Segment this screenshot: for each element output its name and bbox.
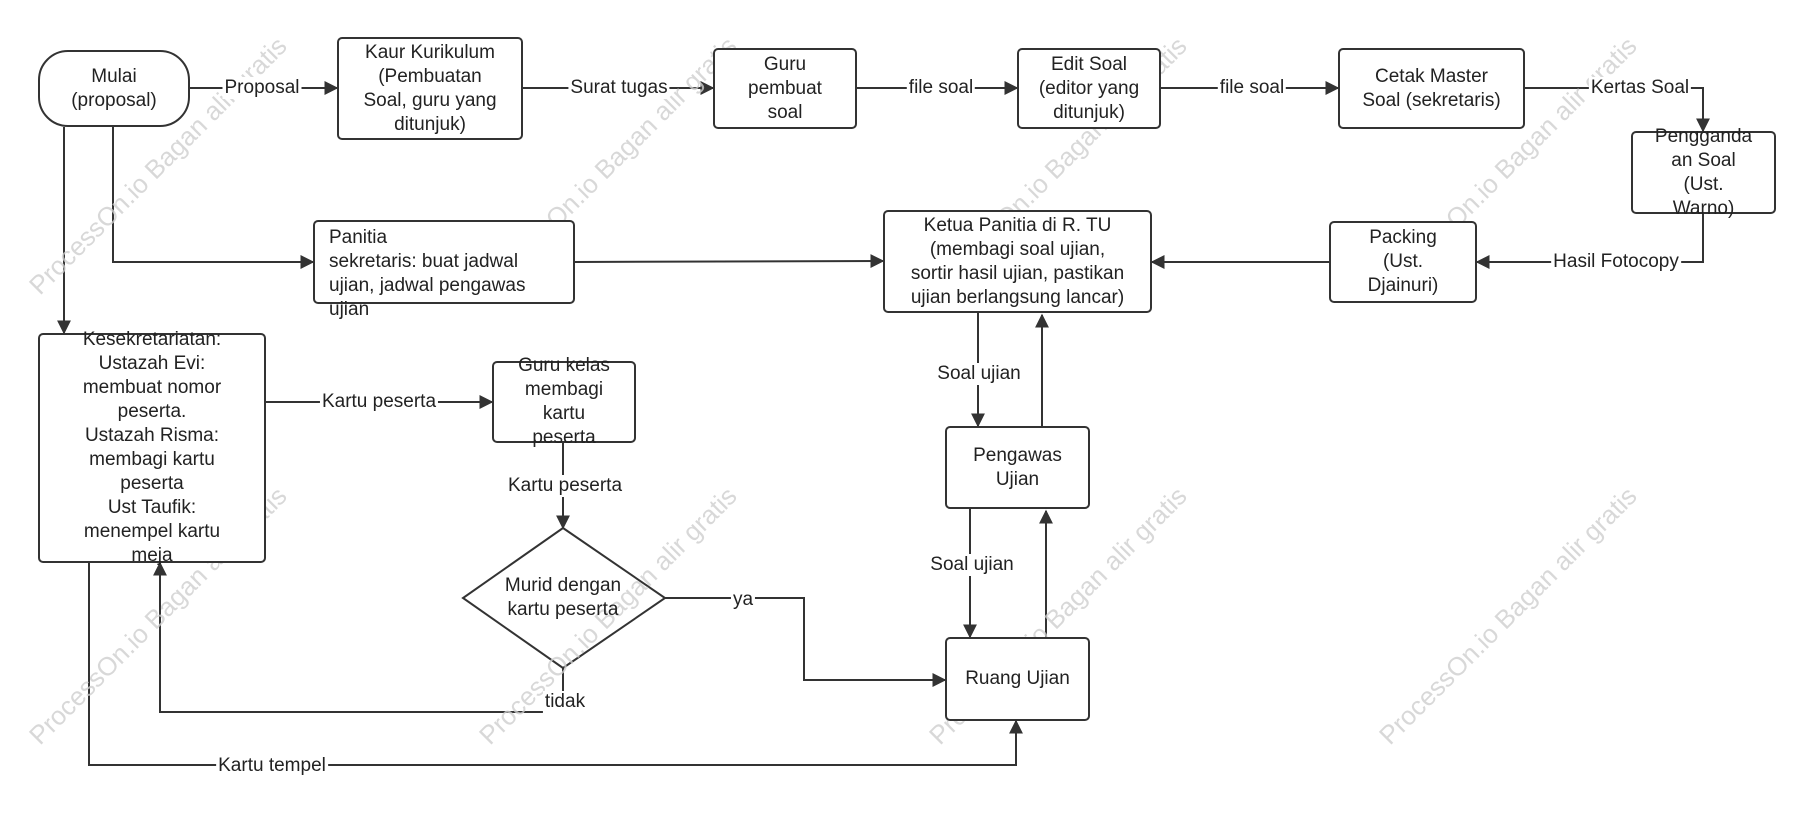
edge-label-soal-ujian: Soal ujian	[928, 554, 1016, 576]
node-panitia[interactable]: Panitia sekretaris: buat jadwal ujian, j…	[313, 220, 575, 320]
edge-label-kartu-tempel: Kartu tempel	[216, 755, 328, 777]
edge-kesekretariatan-ruang	[88, 563, 1023, 766]
node-packing[interactable]: Packing (Ust. Djainuri)	[1329, 221, 1477, 303]
node-guru-pembuat-soal[interactable]: Guru pembuat soal	[713, 48, 857, 129]
edge-label-file-soal: file soal	[1217, 77, 1287, 99]
edge-murid-ruang	[665, 597, 947, 687]
edge-panitia-ketua	[574, 254, 885, 269]
murid-decision-diamond	[461, 526, 667, 670]
node-cetak-master[interactable]: Cetak Master Soal (sekretaris)	[1338, 48, 1525, 129]
edge-label-kartu-peserta: Kartu peserta	[319, 391, 439, 413]
edge-label-ya: ya	[730, 589, 756, 611]
edge-label-proposal: Proposal	[222, 77, 302, 99]
node-mulai[interactable]: Mulai (proposal)	[38, 50, 190, 127]
edge-label-surat-tugas: Surat tugas	[568, 77, 670, 99]
node-kesekretariatan[interactable]: Kesekretariatan: Ustazah Evi: membuat no…	[38, 329, 266, 566]
edge-label-kartu-peserta: Kartu peserta	[505, 475, 625, 497]
edge-label-hasil-fotocopy: Hasil Fotocopy	[1551, 251, 1681, 273]
node-penggandaan-soal[interactable]: Pengganda an Soal (Ust. Warno)	[1631, 126, 1776, 219]
edge-cetak-pengganda	[1525, 87, 1710, 133]
node-ruang-ujian[interactable]: Ruang Ujian	[945, 637, 1090, 721]
node-kaur-kurikulum[interactable]: Kaur Kurikulum (Pembuatan Soal, guru yan…	[337, 37, 523, 140]
node-edit-soal[interactable]: Edit Soal (editor yang ditunjuk)	[1017, 48, 1161, 129]
edge-mulai-panitia	[112, 127, 315, 269]
node-murid-kartu-peserta[interactable]: Murid dengan kartu peserta	[504, 575, 622, 620]
node-ketua-panitia[interactable]: Ketua Panitia di R. TU (membagi soal uji…	[883, 210, 1152, 313]
edge-label-kertas-soal: Kertas Soal	[1588, 77, 1692, 99]
edge-label-tidak: tidak	[542, 691, 588, 713]
node-guru-kelas[interactable]: Guru kelas membagi kartu peserta	[492, 355, 636, 448]
edge-label-soal-ujian: Soal ujian	[935, 363, 1023, 385]
edge-label-file-soal: file soal	[906, 77, 976, 99]
edge-murid-kesekretariatan	[153, 561, 564, 713]
node-pengawas-ujian[interactable]: Pengawas Ujian	[945, 426, 1090, 509]
